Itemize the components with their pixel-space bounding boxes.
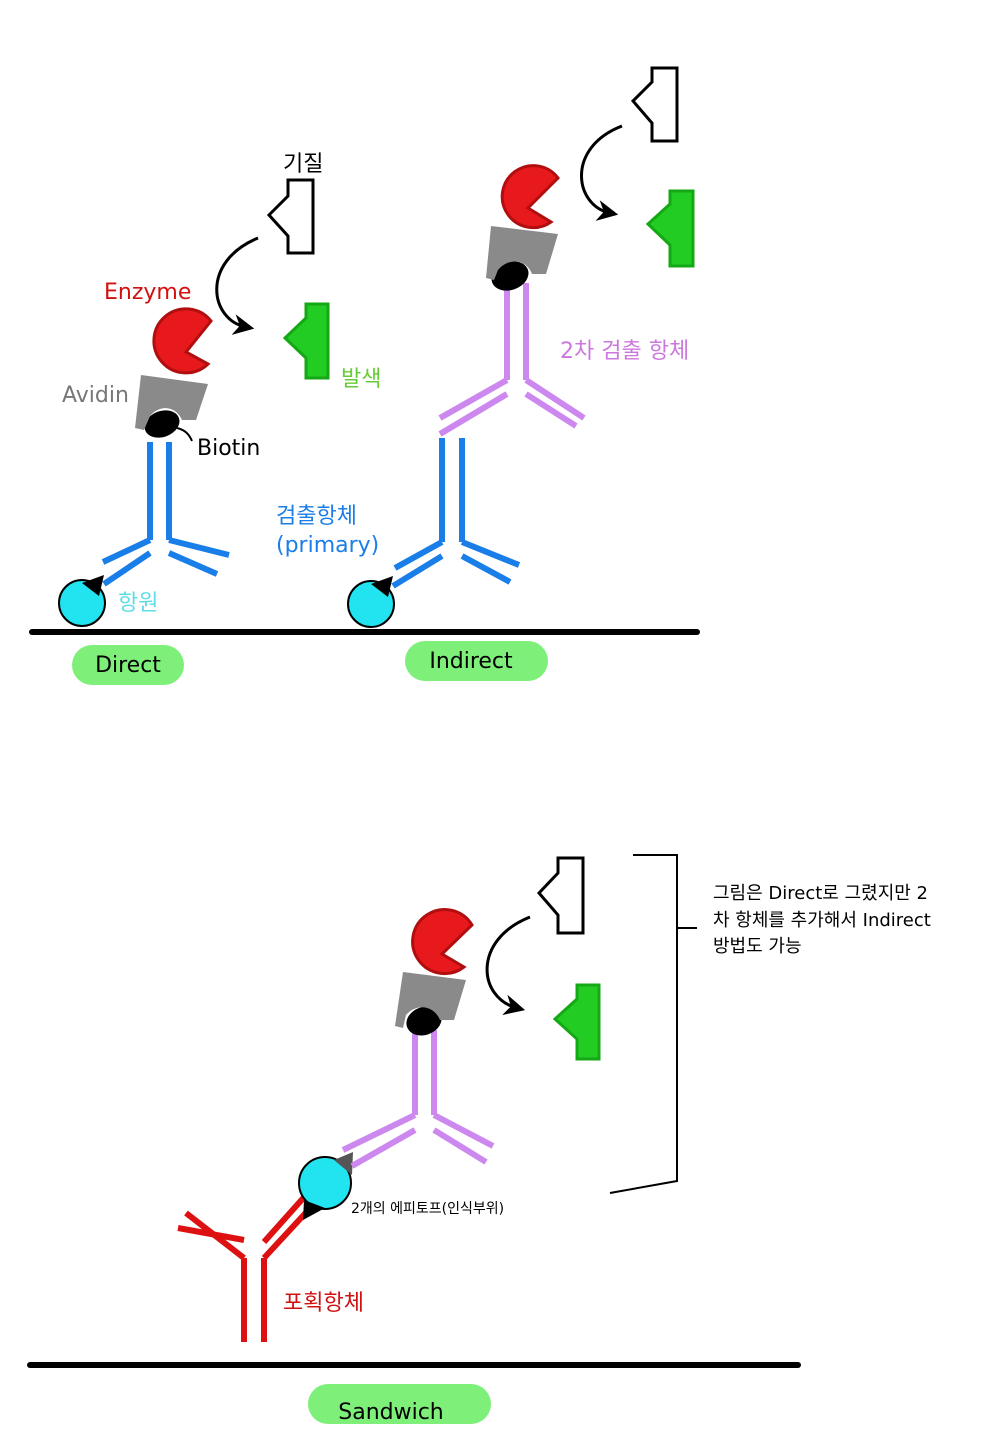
direct-antigen-wedge: [82, 575, 104, 596]
indirect-product: [645, 189, 695, 268]
sandwich-antigen: [298, 1156, 352, 1210]
indirect-panel: 2차 검출 항체 Indirect: [347, 66, 695, 681]
sandwich-antigen-wedge-top: [334, 1152, 353, 1175]
sandwich-substrate: [536, 856, 585, 935]
direct-substrate: [266, 178, 315, 255]
indirect-avidin: [486, 226, 558, 280]
label-enzyme: Enzyme: [104, 280, 191, 305]
note-line-3: 방법도 가능: [713, 936, 802, 957]
label-detection-antibody: 검출항체: [276, 504, 357, 529]
label-avidin: Avidin: [62, 383, 129, 408]
sandwich-enzyme: [411, 908, 474, 975]
indirect-reaction-arrow: [580, 124, 623, 221]
sandwich-note-bracket: [609, 854, 697, 1194]
sandwich-capture-antibody: [177, 1193, 316, 1342]
label-color-development: 발색: [341, 367, 381, 392]
label-biotin: Biotin: [197, 436, 260, 461]
indirect-substrate: [630, 66, 679, 143]
method-direct: Direct: [95, 653, 161, 678]
label-capture-antibody: 포획항체: [283, 1291, 364, 1316]
direct-highlight: [72, 645, 184, 685]
direct-biotin: [144, 410, 180, 438]
indirect-secondary-antibody: [438, 283, 586, 437]
direct-reaction-arrow: [215, 236, 259, 335]
method-sandwich: Sandwich: [338, 1400, 444, 1425]
sandwich-detection-antibody: [341, 1030, 495, 1169]
label-primary: (primary): [276, 533, 379, 558]
method-indirect: Indirect: [429, 649, 513, 674]
note-line-1: 그림은 Direct로 그렸지만 2: [713, 883, 928, 904]
indirect-primary-antibody: [391, 438, 521, 589]
sandwich-avidin: [395, 972, 466, 1028]
label-epitope: 2개의 에피토프(인식부위): [351, 1201, 504, 1217]
sandwich-product: [552, 983, 601, 1061]
direct-avidin: [135, 375, 208, 430]
indirect-enzyme: [500, 164, 560, 230]
indirect-highlight: [405, 641, 548, 681]
direct-product: [282, 302, 330, 380]
label-antigen: 항원: [118, 591, 158, 616]
direct-enzyme: [152, 307, 213, 375]
sandwich-antigen-wedge-bottom: [303, 1200, 325, 1220]
sandwich-panel: 2개의 에피토프(인식부위) 포획항체 그림은 Direct로 그렸지만 2 차…: [27, 854, 931, 1425]
label-secondary-antibody: 2차 검출 항체: [560, 339, 689, 364]
indirect-antigen-wedge: [371, 576, 393, 597]
sandwich-reaction-arrow: [485, 915, 531, 1016]
label-substrate: 기질: [283, 152, 323, 177]
direct-panel: 기질 Enzyme Avidin Biotin 발색 검출항체 (primary…: [29, 152, 700, 685]
note-line-2: 차 항체를 추가해서 Indirect: [713, 910, 931, 931]
sandwich-highlight: [308, 1384, 491, 1424]
indirect-biotin: [491, 261, 529, 291]
direct-detection-antibody: [101, 442, 230, 587]
sandwich-biotin: [406, 1006, 442, 1036]
